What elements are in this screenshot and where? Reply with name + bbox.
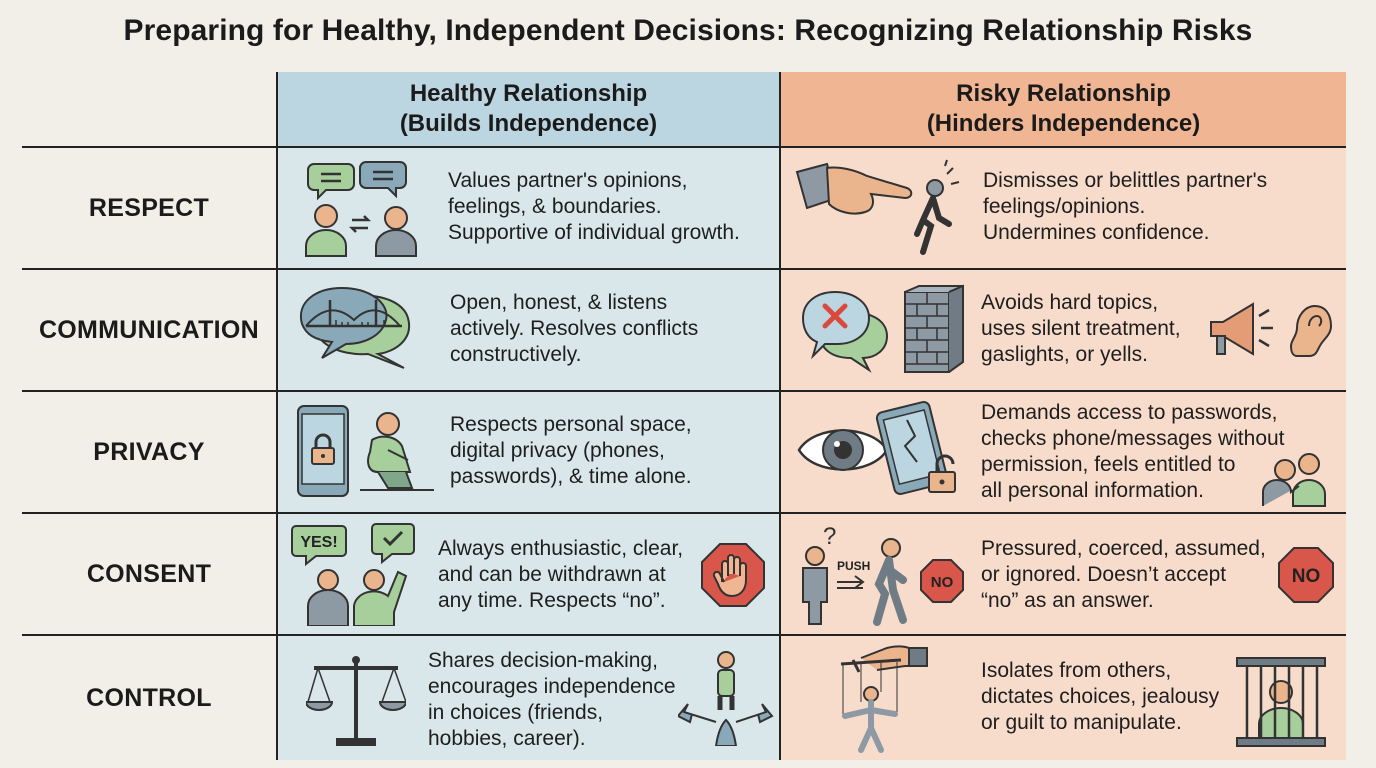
row-label-consent: CONSENT [22,514,278,636]
eye-icon [797,429,889,471]
header-risky: Risky Relationship (Hinders Independence… [781,72,1346,148]
balance-scale-icon [306,656,406,746]
consent-risky-text: Pressured, coerced, assumed,or ignored. … [981,537,1266,612]
communication-risky-text: Avoids hard topics,uses silent treatment… [981,291,1181,366]
header-blank-cell [22,72,278,148]
privacy-healthy-cell: Respects personal space,digital privacy … [278,392,781,514]
header-risky-subtitle: (Hinders Independence) [926,110,1201,137]
row-label-control: CONTROL [22,636,278,760]
no-sign-text: NO [931,574,954,591]
page-title: Preparing for Healthy, Independent Decis… [123,14,1253,47]
crossroads-person-icon [678,651,774,746]
row-label-communication: COMMUNICATION [22,270,278,392]
header-healthy: Healthy Relationship (Builds Independenc… [278,72,781,148]
privacy-risky-text: Demands access to passwords,checks phone… [981,401,1285,502]
row-label-privacy: PRIVACY [22,392,278,514]
consent-risky-cell: ? PUSH NO Pressured, coerced, assumed,or… [781,514,1346,636]
header-healthy-subtitle: (Builds Independence) [399,110,658,137]
respect-healthy-text: Values partner's opinions,feelings, & bo… [448,169,740,244]
privacy-healthy-text: Respects personal space,digital privacy … [450,413,692,488]
control-risky-text: Isolates from others,dictates choices, j… [981,659,1220,734]
conversation-people-icon [305,161,417,257]
consent-healthy-cell: YES! Always enthusiastic, clear,and can … [278,514,781,636]
no-stop-sign-icon: NO [1278,547,1334,603]
question-mark-text: ? [823,523,836,550]
control-risky-cell: Isolates from others,dictates choices, j… [781,636,1346,760]
pushed-person-icon: ? PUSH NO [802,523,964,626]
no-stop-sign-text: NO [1292,566,1321,587]
bridge-speech-bubbles-icon [299,286,411,369]
comparison-table: Healthy Relationship (Builds Independenc… [22,72,1346,760]
x-speech-bubble-icon [801,290,889,373]
caged-person-icon [1236,657,1326,747]
row-label-respect: RESPECT [22,148,278,270]
yes-consent-people-icon: YES! [291,523,415,626]
cracked-phone-unlocked-icon [875,400,956,496]
push-label-text: PUSH [837,559,870,573]
megaphone-ear-icon [1210,302,1333,357]
pointing-finger-icon [795,159,960,255]
control-healthy-text: Shares decision-making,encourages indepe… [428,649,676,750]
brick-wall-icon [904,284,964,373]
person-watching-icon [1262,453,1326,507]
consent-healthy-text: Always enthusiastic, clear,and can be wi… [438,537,684,612]
communication-risky-cell: Avoids hard topics,uses silent treatment… [781,270,1346,392]
header-risky-title: Risky Relationship [956,80,1171,107]
person-sitting-alone-icon [360,412,434,491]
privacy-risky-cell: Demands access to passwords,checks phone… [781,392,1346,514]
yes-badge-text: YES! [300,534,337,551]
locked-phone-icon [297,405,349,497]
stop-hand-sign-icon [701,543,765,607]
header-healthy-title: Healthy Relationship [409,80,648,107]
puppet-strings-icon [840,645,928,753]
respect-healthy-cell: Values partner's opinions,feelings, & bo… [278,148,781,270]
control-healthy-cell: Shares decision-making,encourages indepe… [278,636,781,760]
